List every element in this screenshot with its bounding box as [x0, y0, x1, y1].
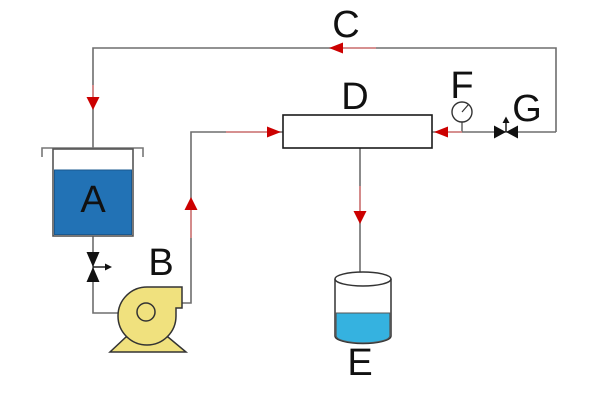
- gauge-needle: [461, 104, 469, 113]
- pipe-tank-to-pump: [92, 236, 118, 314]
- drain-valve-top-triangle: [86, 252, 100, 267]
- pump: B: [108, 242, 189, 353]
- flow-arrow-down-to-collector: [353, 211, 367, 224]
- flow-arrow-down-into-tank: [86, 97, 100, 110]
- drain-valve-bottom-triangle: [86, 267, 100, 282]
- pressure-gauge: F: [450, 65, 474, 123]
- tank-drain-valve: [86, 252, 112, 282]
- label-feed-tank: A: [80, 179, 106, 221]
- label-collector: E: [347, 342, 372, 384]
- label-module: D: [341, 76, 368, 118]
- flow-arrow-left-top-pipe: [329, 42, 343, 54]
- collector-rim: [334, 271, 392, 287]
- module: D: [282, 76, 433, 149]
- tank-lid: [41, 147, 144, 157]
- collector: E: [334, 271, 392, 384]
- label-return-line: C: [332, 4, 359, 46]
- label-valve: G: [512, 88, 542, 130]
- module-body: [282, 114, 433, 149]
- valve-stem-arrow-icon: [502, 116, 510, 123]
- tank-liquid: [54, 169, 132, 235]
- feed-tank: A: [41, 147, 144, 237]
- label-gauge: F: [450, 65, 473, 107]
- drain-valve-arm-arrow-icon: [105, 263, 112, 271]
- pipe-pump-to-module: [182, 131, 283, 304]
- pump-eye: [136, 302, 156, 322]
- label-pump: B: [148, 242, 173, 284]
- flow-arrow-up-pump-riser: [184, 197, 198, 210]
- collector-liquid: [335, 312, 391, 344]
- flow-arrow-right-into-module: [267, 126, 281, 138]
- flow-arrows: [86, 42, 448, 224]
- flow-arrow-left-into-module: [434, 126, 448, 138]
- control-valve: G: [494, 88, 542, 139]
- valve-right-triangle: [506, 125, 518, 139]
- valve-left-triangle: [494, 125, 506, 139]
